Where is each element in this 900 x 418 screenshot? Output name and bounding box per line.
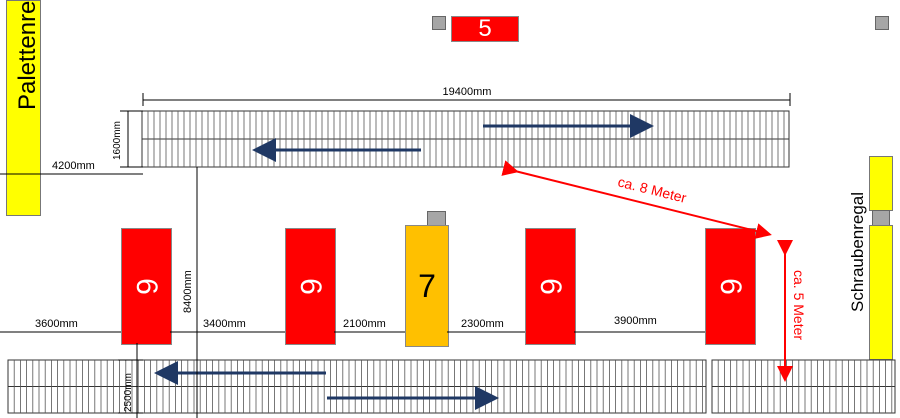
lower-conveyor-right	[711, 359, 896, 414]
dim-3900: 3900mm	[614, 315, 657, 327]
dim-2500: 2500mm	[123, 373, 134, 412]
machine-6-d: 6	[705, 228, 756, 345]
machine-6-c: 6	[525, 228, 576, 345]
dim-2300: 2300mm	[461, 318, 504, 330]
screw-rack-upper	[869, 156, 893, 211]
machine-7: 7	[405, 225, 449, 347]
lower-conveyor-left	[7, 359, 707, 414]
block-5-number: 5	[478, 15, 492, 42]
ca-5-meter-label: ca. 5 Meter	[791, 270, 807, 340]
dim-19400: 19400mm	[443, 86, 492, 98]
ca-8-meter-label: ca. 8 Meter	[616, 173, 688, 206]
dim-4200: 4200mm	[52, 160, 95, 172]
ca-8-meter-arrow	[501, 160, 772, 239]
machine-6-b: 6	[285, 228, 336, 345]
dim-1600: 1600mm	[112, 121, 123, 160]
machine-7-number: 7	[418, 267, 436, 304]
screw-rack-lower	[869, 225, 893, 360]
machine-6-a: 6	[121, 228, 172, 345]
dim-8400: 8400mm	[182, 270, 194, 313]
dim-3400: 3400mm	[203, 318, 246, 330]
block-5: 5	[451, 15, 519, 42]
upper-conveyor	[141, 110, 790, 168]
dim-3600: 3600mm	[35, 318, 78, 330]
pallet-rack	[6, 0, 41, 216]
top-left-marker	[432, 16, 446, 30]
top-right-marker	[875, 16, 889, 30]
dim-2100: 2100mm	[343, 318, 386, 330]
